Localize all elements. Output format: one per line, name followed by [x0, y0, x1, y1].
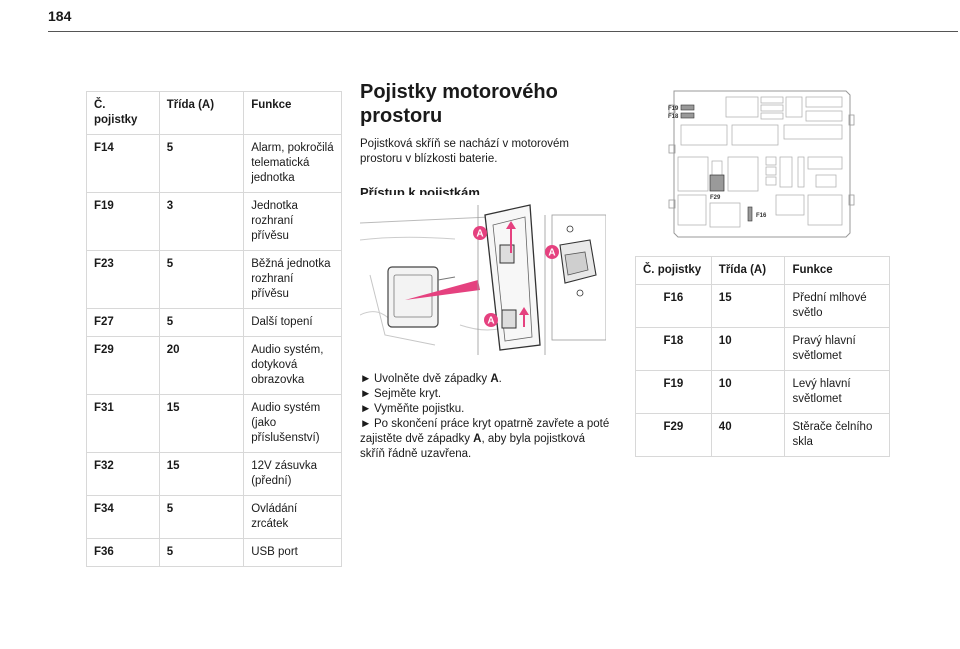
- fuse-rating: 5: [158, 134, 245, 193]
- instruction-steps: ►Uvolněte dvě západky A. ►Sejměte kryt. …: [360, 372, 610, 462]
- fuse-rating: 3: [158, 192, 245, 251]
- fuse-function: Pravý hlavní světlomet: [784, 327, 890, 371]
- fuse-function: 12V zásuvka (přední): [243, 452, 342, 496]
- fuse-rating: 40: [710, 413, 786, 457]
- column-header-rating: Třída (A): [158, 91, 245, 135]
- column-header-fuse: Č. pojistky: [86, 91, 160, 135]
- latch-label-a-2: A: [545, 245, 559, 259]
- fuse-code: F19: [86, 192, 160, 251]
- fuse-code: F31: [86, 394, 160, 453]
- fuse-code: F23: [86, 250, 160, 309]
- engine-fuses-section: Pojistky motorového prostoru Pojistková …: [360, 80, 605, 200]
- svg-text:F18: F18: [668, 114, 679, 120]
- fuse-function: Audio systém, dotyková obrazovka: [243, 336, 342, 395]
- step-item: ►Sejměte kryt.: [360, 388, 442, 400]
- svg-text:F29: F29: [710, 195, 721, 201]
- fuse-f16: [747, 206, 753, 222]
- table-header-row: Č. pojistky Třída (A) Funkce: [86, 91, 342, 135]
- fuse-rating: 5: [158, 538, 245, 567]
- fuse-function: Přední mlhové světlo: [784, 284, 890, 328]
- fuse-rating: 15: [158, 452, 245, 496]
- section-title: Pojistky motorového prostoru: [360, 81, 558, 127]
- step-arrow-icon: ►: [360, 388, 372, 400]
- fuse-function: Stěrače čelního skla: [784, 413, 890, 457]
- fuse-f29: [709, 174, 725, 192]
- svg-text:F19: F19: [668, 106, 679, 112]
- fuse-function: Jednotka rozhraní přívěsu: [243, 192, 342, 251]
- fuse-function: Levý hlavní světlomet: [784, 370, 890, 414]
- fuse-code: F36: [86, 538, 160, 567]
- step-item: ►Po skončení práce kryt opatrně zavřete …: [360, 418, 610, 460]
- svg-text:A: A: [487, 316, 494, 327]
- fuse-code: F14: [86, 134, 160, 193]
- fuse-rating: 15: [710, 284, 786, 328]
- fuse-f18: [680, 112, 695, 119]
- fuse-rating: 5: [158, 495, 245, 539]
- step-item: ►Vyměňte pojistku.: [360, 403, 465, 415]
- fuse-code: F18: [635, 327, 712, 371]
- fuse-box-diagram: F19 F18 F29 F16: [668, 90, 855, 238]
- step-arrow-icon: ►: [360, 403, 372, 415]
- fuse-code: F34: [86, 495, 160, 539]
- fuse-rating: 10: [710, 327, 786, 371]
- column-header-function: Funkce: [784, 256, 890, 285]
- fuse-function: Ovládání zrcátek: [243, 495, 342, 539]
- fuse-function: USB port: [243, 538, 342, 567]
- fuse-box-photo: A A A: [360, 195, 606, 360]
- step-arrow-icon: ►: [360, 373, 372, 385]
- fuse-function: Alarm, pokročilá telematická jednotka: [243, 134, 342, 193]
- fuse-rating: 5: [158, 250, 245, 309]
- svg-text:F16: F16: [756, 213, 767, 219]
- fuse-function: Audio systém (jako příslušenství): [243, 394, 342, 453]
- header-rule: [48, 31, 958, 32]
- fuse-rating: 15: [158, 394, 245, 453]
- fuse-function: Běžná jednotka rozhraní přívěsu: [243, 250, 342, 309]
- step-arrow-icon: ►: [360, 418, 372, 430]
- fuse-rating: 20: [158, 336, 245, 395]
- column-header-function: Funkce: [243, 91, 342, 135]
- column-header-rating: Třída (A): [710, 256, 786, 285]
- fuse-function: Další topení: [243, 308, 342, 337]
- fuse-code: F27: [86, 308, 160, 337]
- section-intro: Pojistková skříň se nachází v motorovém …: [360, 138, 569, 165]
- fuse-code: F29: [86, 336, 160, 395]
- fuse-code: F19: [635, 370, 712, 414]
- step-item: ►Uvolněte dvě západky A.: [360, 373, 502, 385]
- fuse-rating: 10: [710, 370, 786, 414]
- fuse-code: F29: [635, 413, 712, 457]
- table-header-row: Č. pojistky Třída (A) Funkce: [635, 256, 890, 285]
- column-header-fuse: Č. pojistky: [635, 256, 712, 285]
- fuse-code: F32: [86, 452, 160, 496]
- fuse-code: F16: [635, 284, 712, 328]
- svg-text:A: A: [548, 248, 555, 259]
- page-number: 184: [48, 8, 72, 24]
- latch-label-a-1: A: [473, 226, 487, 240]
- fuse-rating: 5: [158, 308, 245, 337]
- latch-label-a-3: A: [484, 313, 498, 327]
- svg-text:A: A: [476, 229, 483, 240]
- fuse-f19: [680, 104, 695, 111]
